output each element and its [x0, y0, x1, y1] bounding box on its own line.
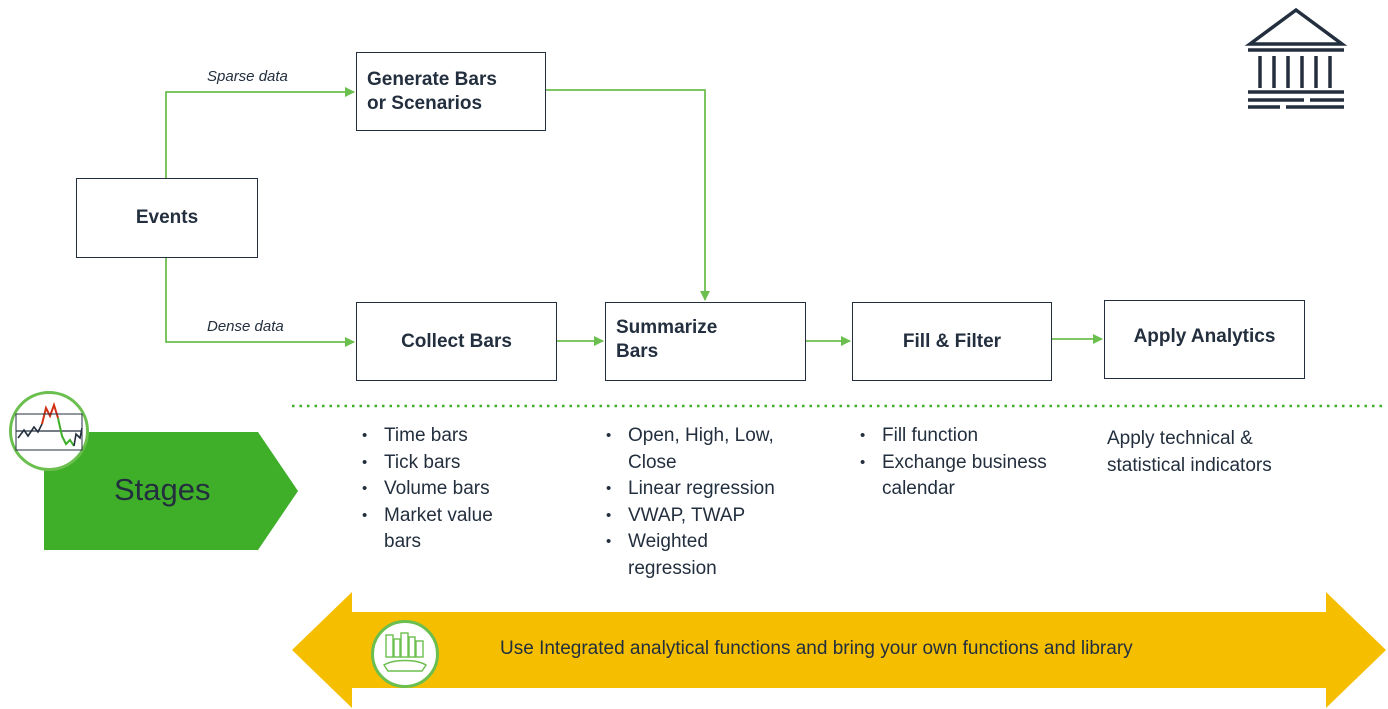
- list-item: Tick bars: [362, 450, 564, 477]
- price-chart-icon: [9, 391, 89, 471]
- edge-generate-to-summarize: [546, 89, 710, 301]
- node-summarize-label-line2: Bars: [616, 340, 659, 362]
- node-generate-bars: Generate Bars or Scenarios: [356, 52, 546, 131]
- node-fill-label: Fill & Filter: [902, 330, 1002, 352]
- edge-events-to-generate: [165, 87, 355, 178]
- node-apply-analytics: Apply Analytics: [1104, 300, 1305, 379]
- fill-filter-details: Fill function Exchange business calendar: [860, 423, 1082, 503]
- bank-building-icon: [1244, 7, 1348, 109]
- node-collect-bars: Collect Bars: [356, 302, 557, 381]
- edge-label-sparse: Sparse data: [207, 68, 288, 85]
- node-generate-label-line1: Generate Bars: [367, 68, 497, 90]
- node-summarize-label-line1: Summarize: [616, 316, 718, 338]
- collect-bars-details: Time bars Tick bars Volume bars Market v…: [362, 423, 564, 556]
- edge-events-to-collect: [165, 258, 355, 347]
- summarize-bars-details: Open, High, Low, Close Linear regression…: [606, 423, 823, 582]
- banner-text: Use Integrated analytical functions and …: [500, 638, 1133, 659]
- banner-arrow: [292, 592, 1386, 708]
- node-events-label: Events: [135, 207, 199, 229]
- stages-label: Stages: [114, 472, 211, 507]
- list-item: Volume bars: [362, 476, 564, 503]
- edge-label-dense: Dense data: [207, 318, 284, 335]
- list-item: VWAP, TWAP: [606, 503, 823, 530]
- list-item: Time bars: [362, 423, 564, 450]
- node-fill-filter: Fill & Filter: [852, 302, 1052, 381]
- stages-arrow: [44, 432, 298, 550]
- library-icon: [371, 620, 439, 688]
- list-item: Linear regression: [606, 476, 823, 503]
- list-item: Weighted regression: [606, 529, 748, 582]
- node-events: Events: [76, 178, 258, 258]
- list-item: Exchange business calendar: [860, 450, 1067, 503]
- node-apply-label: Apply Analytics: [1133, 325, 1276, 347]
- list-item: Fill function: [860, 423, 1082, 450]
- list-item: Open, High, Low, Close: [606, 423, 803, 476]
- apply-analytics-details: Apply technical & statistical indicators: [1107, 428, 1272, 476]
- node-collect-label: Collect Bars: [401, 330, 512, 352]
- node-summarize-bars: Summarize Bars: [605, 302, 806, 381]
- list-item: Market value bars: [362, 503, 534, 556]
- node-generate-label-line2: or Scenarios: [367, 92, 483, 114]
